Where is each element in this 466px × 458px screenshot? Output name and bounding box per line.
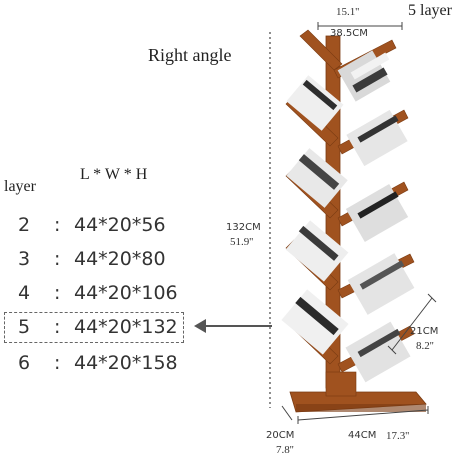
base-width-cm: 44CM [348, 430, 377, 441]
size-row-sep: : [54, 248, 61, 270]
base-depth-cm: 20CM [266, 430, 295, 441]
right-angle-label: Right angle [148, 45, 232, 65]
size-row-sep: : [54, 214, 61, 236]
size-row-layer: 3 [18, 248, 31, 270]
dims-header: L * W * H [80, 166, 148, 183]
highlight-box [4, 312, 184, 343]
base-width-dimension-line [297, 409, 429, 421]
size-row-dims: 44*20*56 [74, 214, 166, 236]
size-row-sep: : [54, 352, 61, 374]
size-row-dims: 44*20*132 [74, 316, 178, 338]
size-row-sep: : [54, 316, 61, 338]
base-depth-inches: 7.8'' [276, 444, 294, 456]
shelf-layer-2 [285, 75, 409, 167]
base-width-inches: 17.3'' [386, 430, 410, 442]
size-row-layer: 2 [18, 214, 31, 236]
arrow-left-icon [194, 319, 206, 333]
size-row-dims: 44*20*80 [74, 248, 166, 270]
base-depth-dimension-line [281, 405, 293, 421]
top-shelf-inches: 15.1'' [336, 6, 360, 18]
size-row-layer: 4 [18, 282, 31, 304]
shelf-layer-1 [299, 29, 397, 102]
shelf-layer-5 [281, 289, 415, 383]
top-shelf-cm: 38.5CM [330, 28, 368, 39]
shelf-layer-4 [285, 220, 415, 315]
size-row-layer: 5 [18, 316, 31, 338]
height-cm: 132CM [226, 222, 261, 233]
size-row-sep: : [54, 282, 61, 304]
layer-count-label: 5 layer [408, 2, 452, 19]
shelf-depth-inches: 8.2'' [416, 340, 434, 352]
shelf-depth-dimension-line [391, 297, 433, 351]
height-inches: 51.9'' [230, 236, 254, 248]
layer-header: layer [4, 178, 36, 195]
shelf-layer-3 [285, 148, 409, 242]
size-row-dims: 44*20*106 [74, 282, 178, 304]
size-row-layer: 6 [18, 352, 31, 374]
shelf-depth-cm: 21CM [410, 326, 439, 337]
size-row-dims: 44*20*158 [74, 352, 178, 374]
